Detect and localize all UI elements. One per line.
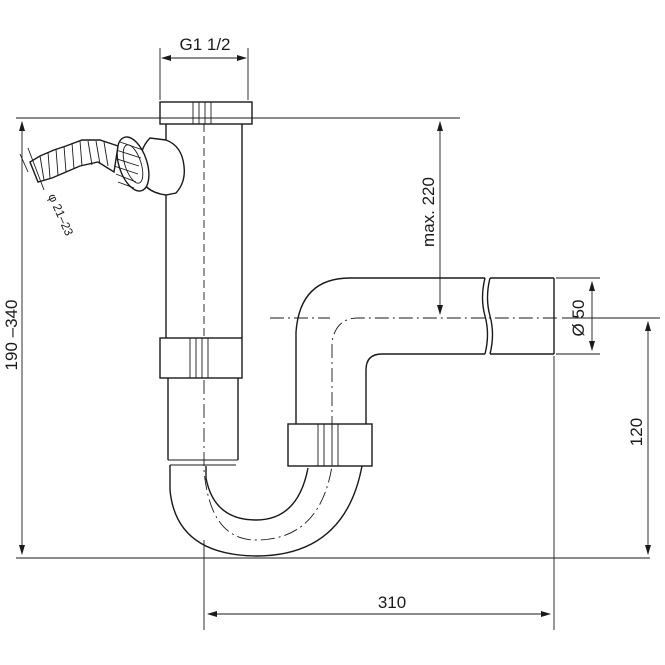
thread-size-label: G1 1/2 xyxy=(179,35,230,54)
u-bend-trap xyxy=(169,380,364,557)
max-height-label: max. 220 xyxy=(419,177,438,247)
dimension-hose-diameter: φ 21–23 xyxy=(45,192,76,239)
dimension-thread-size: G1 1/2 xyxy=(159,35,249,100)
dimension-max-height: max. 220 xyxy=(419,121,443,315)
side-hose-connector xyxy=(19,136,186,196)
width-label: 310 xyxy=(378,593,406,612)
rising-pipe-elbow xyxy=(270,277,560,467)
dimension-outlet-diameter: Ø 50 xyxy=(556,277,600,355)
outlet-height-label: 120 xyxy=(627,418,646,446)
hose-diameter-label: φ 21–23 xyxy=(45,192,76,239)
dimension-outlet-height: 120 xyxy=(562,317,660,555)
dimension-width: 310 xyxy=(203,356,555,630)
dimension-total-height: 190 –340 xyxy=(2,117,650,559)
total-height-label: 190 –340 xyxy=(2,300,21,371)
vertical-inlet-pipe xyxy=(159,101,253,466)
